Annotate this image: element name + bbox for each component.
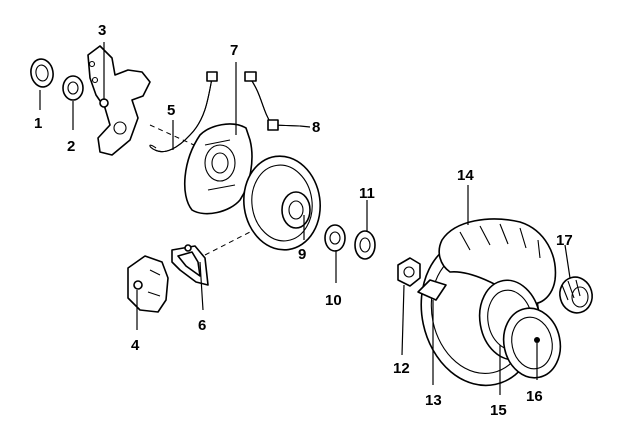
inner-bearing-part [62,75,84,101]
callout-1: 1 [34,115,42,132]
callout-6: 6 [198,317,206,334]
leader-lines [39,42,571,395]
callout-15: 15 [490,402,507,419]
oil-seal-part [30,58,54,88]
callout-4: 4 [131,337,140,354]
callout-5: 5 [167,102,175,119]
callout-9: 9 [298,246,306,263]
outer-bearing-part [324,224,346,252]
axis-line [149,124,206,151]
callout-8: 8 [312,119,320,136]
center-cap-part [559,276,593,314]
washer-part [354,230,376,260]
callout-14: 14 [457,167,474,184]
callout-11: 11 [359,185,375,202]
steering-knuckle-part [87,45,151,156]
brake-pipe-part [244,71,301,131]
callout-10: 10 [325,292,342,309]
callout-7: 7 [230,42,238,59]
brake-caliper-part [127,255,169,313]
callout-13: 13 [425,392,442,409]
callout-labels: 1 2 3 4 5 6 7 8 9 10 11 12 13 14 15 16 1… [34,22,573,419]
callout-16: 16 [526,388,543,405]
tyre-part [438,218,557,305]
callout-2: 2 [67,138,75,155]
hub-nut-part [397,257,421,287]
brake-hose-part [149,71,218,153]
brake-disc-part [243,155,321,251]
callout-12: 12 [393,360,410,377]
callout-3: 3 [98,22,106,39]
callout-17: 17 [556,232,573,249]
dust-shield-part [183,123,253,215]
axis-line [204,231,251,256]
brake-pads-part [171,244,209,286]
